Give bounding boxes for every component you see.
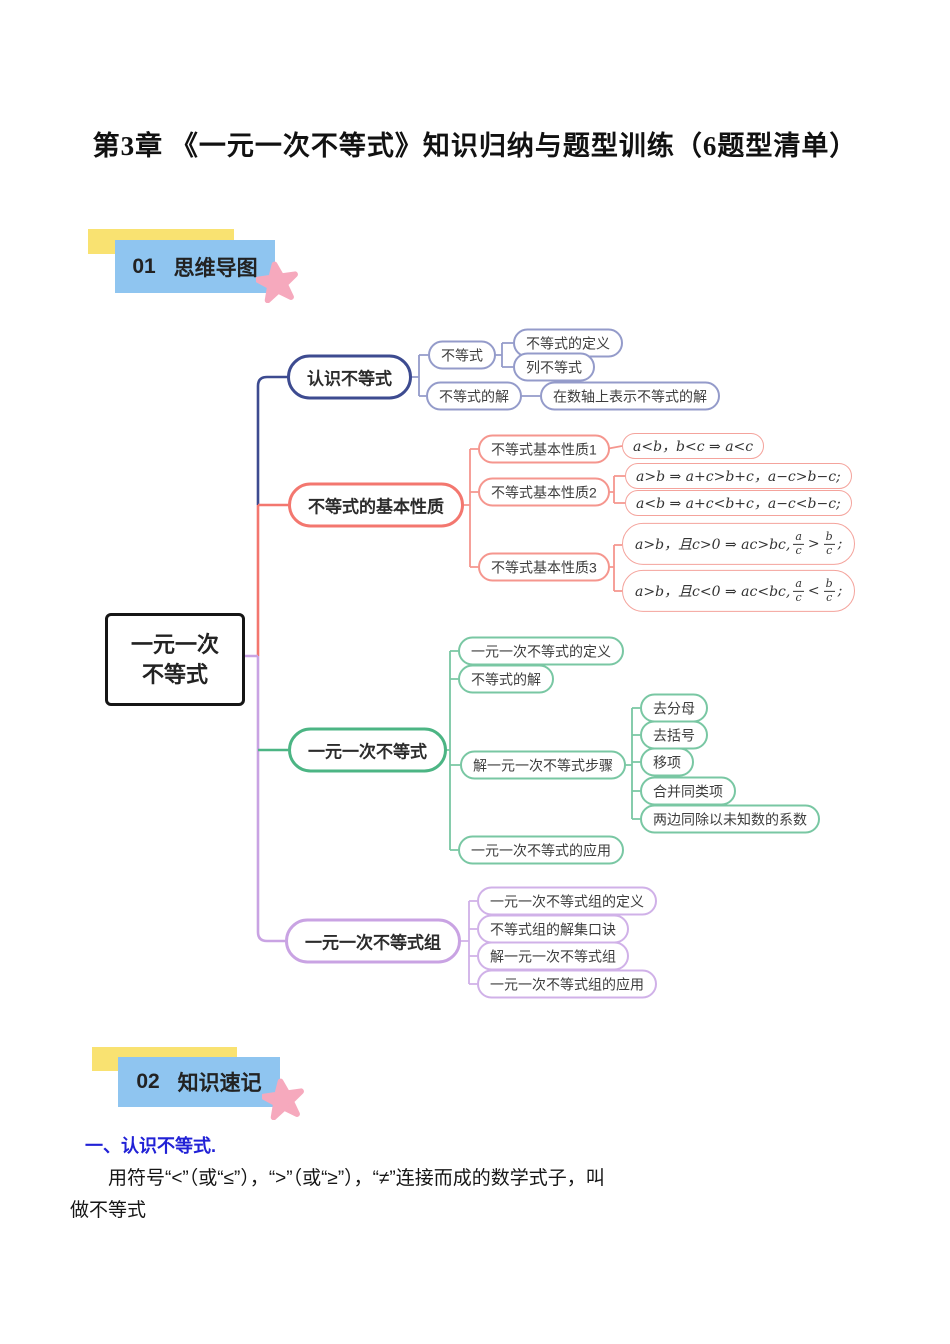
node-solving-steps: 解一元一次不等式步骤: [460, 750, 626, 780]
mindmap-root-node: 一元一次 不等式: [105, 613, 245, 706]
node-solving-system: 解一元一次不等式组: [477, 941, 629, 971]
root-line2: 不等式: [141, 661, 208, 687]
node-know-inequality: 认识不等式: [287, 354, 412, 400]
node-write-inequality: 列不等式: [513, 352, 595, 382]
section-label: 思维导图: [173, 256, 258, 280]
node-inequality-system: 一元一次不等式组: [285, 918, 461, 964]
node-number-line-representation: 在数轴上表示不等式的解: [540, 381, 720, 411]
section-number: 01: [132, 254, 156, 278]
banner-blue-box: 01 思维导图: [115, 240, 275, 293]
node-solution-of-inequality: 不等式的解: [458, 664, 554, 694]
node-system-definition: 一元一次不等式组的定义: [477, 886, 657, 916]
node-step-move-terms: 移项: [640, 747, 694, 777]
node-property-2: 不等式基本性质2: [478, 477, 610, 507]
note-body-line1: 用符号“<”（或“≤”），“>”（或“≥”），“≠”连接而成的数学式子，叫: [108, 1168, 605, 1189]
node-linear-inequality-application: 一元一次不等式的应用: [458, 835, 624, 865]
node-step-divide-coefficient: 两边同除以未知数的系数: [640, 804, 820, 834]
node-linear-inequality: 一元一次不等式: [288, 727, 447, 773]
node-step-combine-like-terms: 合并同类项: [640, 776, 736, 806]
page-title: 第3章 《一元一次不等式》知识归纳与题型训练（6题型清单）: [92, 131, 858, 161]
node-solution-set-rhyme: 不等式组的解集口诀: [477, 914, 629, 944]
star-icon: [262, 1078, 304, 1120]
node-system-application: 一元一次不等式组的应用: [477, 969, 657, 999]
section-number: 02: [136, 1070, 160, 1093]
formula-add-lt: a<b ⇒ a+c<b+c，a−c<b−c;: [625, 490, 852, 516]
node-property-3: 不等式基本性质3: [478, 552, 610, 582]
banner-blue-box: 02 知识速记: [118, 1057, 280, 1107]
node-step-remove-brackets: 去括号: [640, 720, 708, 750]
root-line1: 一元一次: [130, 631, 219, 657]
node-step-clear-denominator: 去分母: [640, 693, 708, 723]
node-inequality: 不等式: [428, 340, 496, 370]
formula-transitive: a<b，b<c ⇒ a<c: [622, 433, 765, 459]
node-inequality-solution: 不等式的解: [426, 381, 522, 411]
node-linear-inequality-definition: 一元一次不等式的定义: [458, 636, 624, 666]
note-body-line2: 做不等式: [70, 1200, 147, 1221]
note-heading: 一、认识不等式.: [85, 1136, 217, 1156]
node-property-1: 不等式基本性质1: [478, 434, 610, 464]
section-label: 知识速记: [177, 1072, 262, 1095]
node-basic-properties: 不等式的基本性质: [288, 482, 464, 528]
note-body: 用符号“<”（或“≤”），“>”（或“≥”），“≠”连接而成的数学式子，叫 做不…: [70, 1163, 860, 1227]
star-icon: [256, 261, 298, 303]
formula-add-gt: a>b ⇒ a+c>b+c，a−c>b−c;: [625, 463, 852, 489]
